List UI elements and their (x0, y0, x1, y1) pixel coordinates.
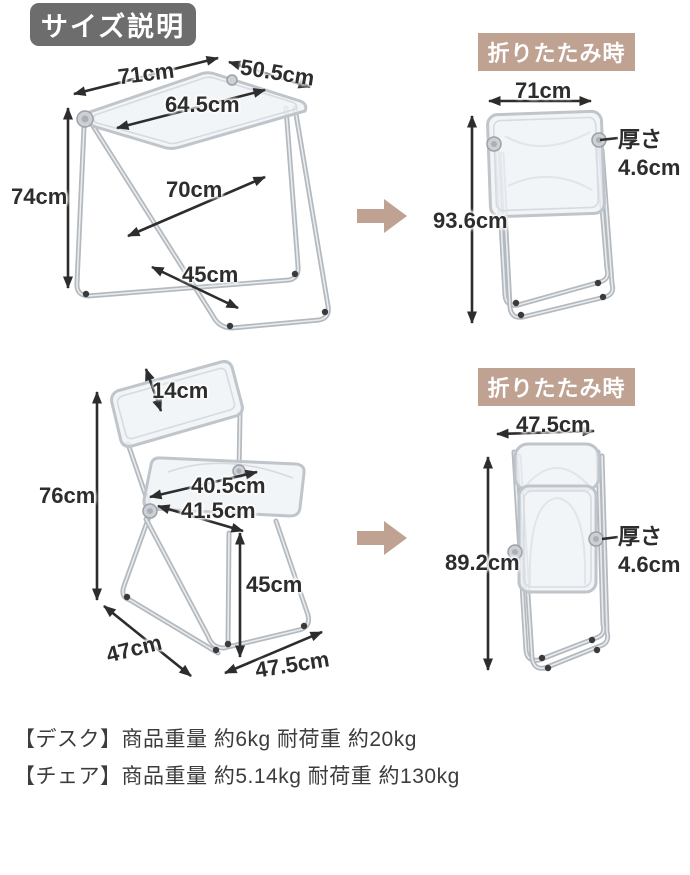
folded-chair-width-label: 47.5cm (516, 412, 591, 437)
chair-open-drawing (110, 360, 312, 656)
desk-folded-drawing (486, 109, 616, 320)
chair-depth-arrow (103, 604, 192, 678)
desk-leg-span-label: 70cm (166, 177, 223, 202)
folded-desk-thickness-label: 厚さ 4.6cm (618, 127, 681, 180)
folded-chair-height-label: 89.2cm (445, 550, 520, 575)
chair-width-arrow (224, 630, 323, 675)
fold-transform-arrow-desk (357, 199, 407, 233)
chair-folded-drawing (507, 442, 611, 672)
chair-backrest-height-label: 14cm (152, 378, 209, 403)
chair-folded-header: 折りたたみ時 (478, 368, 635, 406)
dimension-arrows (63, 55, 619, 678)
chair-seat-depth-label: 41.5cm (181, 498, 256, 523)
chair-height-label: 76cm (39, 483, 96, 508)
desk-width-arrow (73, 55, 219, 97)
desk-height-label: 74cm (11, 184, 68, 209)
desk-surface-width-label: 64.5cm (165, 92, 240, 117)
folded-desk-height-label: 93.6cm (433, 208, 508, 233)
folded-chair-thickness-label: 厚さ 4.6cm (618, 524, 681, 577)
chair-weight-note: 【チェア】商品重量 約5.14kg 耐荷重 約130kg (14, 765, 460, 788)
desk-rail-width-label: 45cm (182, 262, 239, 287)
desk-depth-arrow (228, 60, 311, 89)
folded-desk-thickness-pointer (599, 136, 619, 142)
chair-seat-depth-arrow (157, 504, 244, 533)
desk-folded-header: 折りたたみ時 (478, 33, 635, 71)
desk-rail-arrow (151, 265, 239, 310)
chair-seat-height-label: 45cm (246, 572, 303, 597)
desk-legspan-arrow (127, 175, 266, 238)
desk-weight-note: 【デスク】商品重量 約6kg 耐荷重 約20kg (14, 728, 417, 751)
folded-chair-width-arrow (496, 426, 595, 439)
folded-chair-thickness-pointer (601, 535, 619, 541)
chair-backrest-arrow (144, 368, 163, 412)
desk-surface-arrow (116, 88, 266, 130)
chair-seat-width-label: 40.5cm (191, 473, 266, 498)
size-guide-badge: サイズ説明 (30, 3, 196, 46)
chair-seat-width-arrow (149, 469, 258, 500)
folded-desk-width-label: 71cm (515, 78, 572, 103)
fold-transform-arrow-chair (357, 521, 407, 555)
